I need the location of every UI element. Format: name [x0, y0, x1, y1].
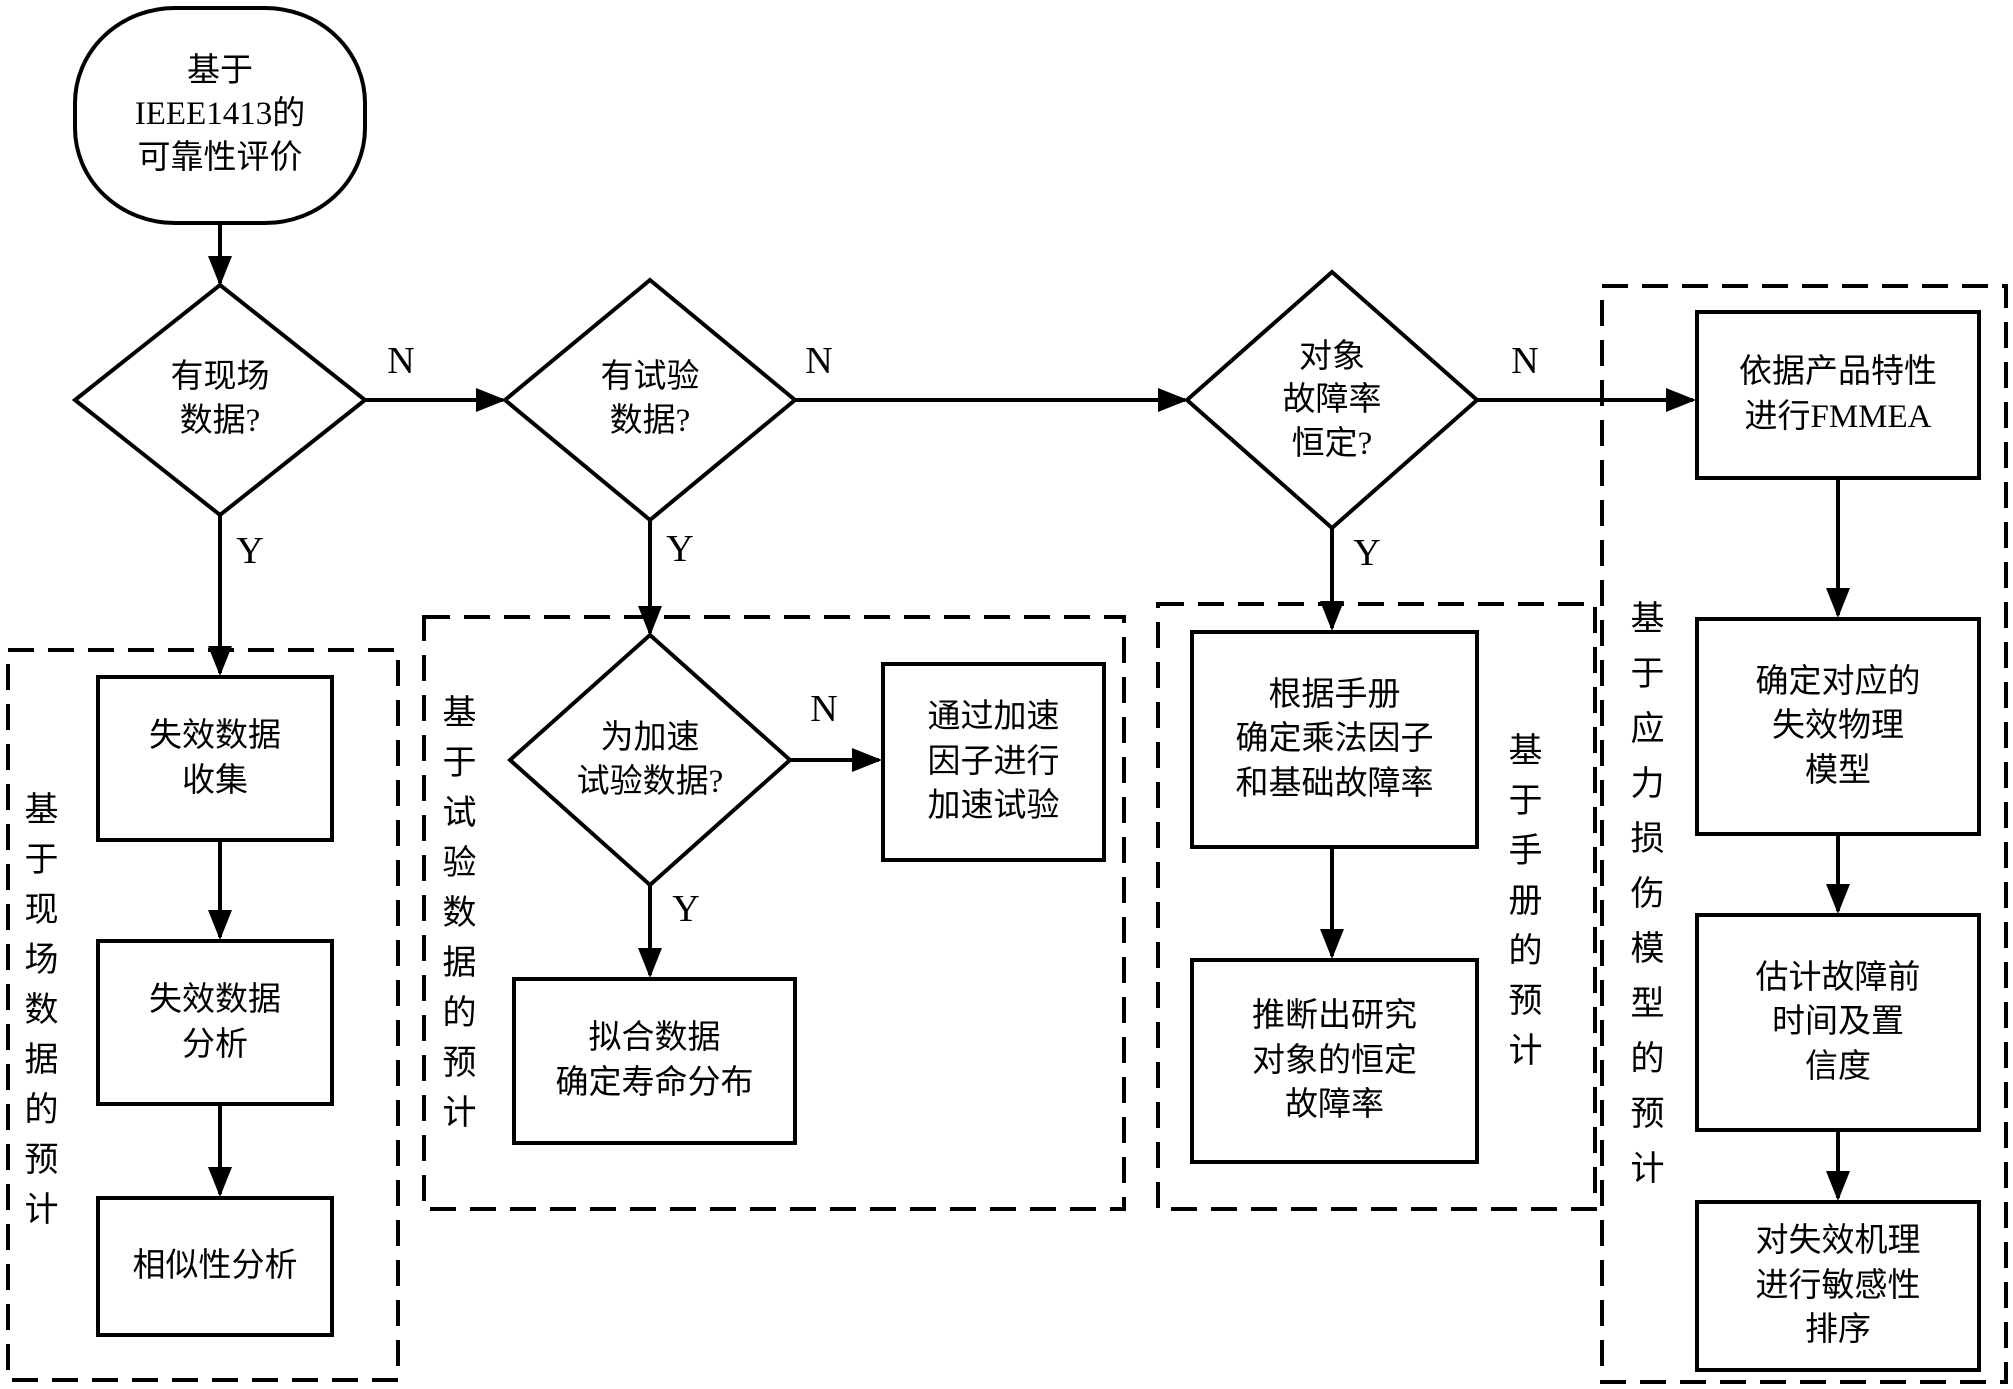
decision-accelerated-data-label: 为加速 试验数据?	[576, 720, 724, 800]
group-label-stress-model: 基于应力损伤模型的预计	[1625, 599, 1662, 1205]
group-label-test-data: 基于试验数据的预计	[437, 694, 474, 1144]
edge-label-test-yes: Y	[666, 528, 694, 570]
node-similarity-analysis: 相似性分析	[96, 1196, 334, 1337]
node-failure-data-analyze: 失效数据 分析	[96, 939, 334, 1106]
edge-label-accelerated-yes: Y	[672, 888, 700, 930]
group-label-field-data: 基于现场数据的预计	[19, 791, 56, 1241]
decision-constant-rate-label: 对象 故障率 恒定?	[1282, 338, 1382, 462]
edge-label-constant-yes: Y	[1353, 532, 1381, 574]
node-failure-data-collect: 失效数据 收集	[96, 675, 334, 842]
edge-label-field-no: N	[387, 340, 415, 382]
group-frame-stress-model	[1600, 284, 2008, 1384]
node-handbook-infer-rate: 推断出研究 对象的恒定 故障率	[1190, 958, 1479, 1164]
node-pof-model: 确定对应的 失效物理 模型	[1695, 617, 1981, 836]
edge-label-test-no: N	[805, 340, 833, 382]
edge-label-accelerated-no: N	[810, 688, 838, 730]
node-fmmea: 依据产品特性 进行FMMEA	[1695, 310, 1981, 480]
group-frame-test-data	[422, 615, 1126, 1211]
node-acceleration-factor-convert: 通过加速 因子进行 加速试验	[881, 662, 1106, 862]
group-frame-handbook	[1156, 602, 1597, 1211]
decision-test-data-label: 有试验 数据?	[600, 359, 700, 439]
group-label-handbook: 基于手册的预计	[1503, 732, 1540, 1082]
start-node-label: 基于 IEEE1413的 可靠性评价	[134, 52, 306, 176]
edge-label-constant-no: N	[1511, 340, 1539, 382]
node-handbook-factor: 根据手册 确定乘法因子 和基础故障率	[1190, 630, 1479, 849]
node-fit-life-distribution: 拟合数据 确定寿命分布	[512, 977, 797, 1145]
decision-field-data-label: 有现场 数据?	[170, 359, 270, 439]
edge-label-field-yes: Y	[236, 530, 264, 572]
node-ttf-estimate: 估计故障前 时间及置 信度	[1695, 913, 1981, 1132]
node-sensitivity-rank: 对失效机理 进行敏感性 排序	[1695, 1200, 1981, 1372]
